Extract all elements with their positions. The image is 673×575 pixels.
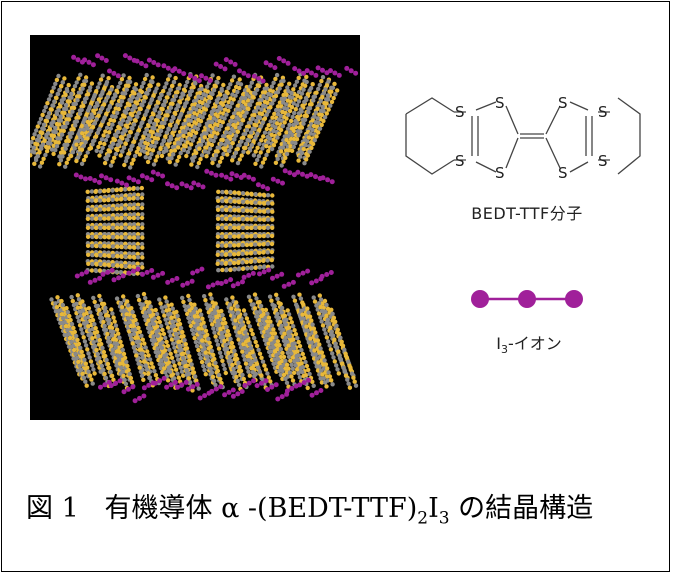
iodine-atom bbox=[565, 290, 583, 308]
caption-sub-2: 2 bbox=[417, 508, 429, 529]
bond bbox=[454, 111, 466, 161]
molecule-name: BEDT-TTF分子 bbox=[471, 204, 583, 223]
sulfur-atom-label: S bbox=[495, 164, 505, 182]
bond bbox=[569, 101, 589, 173]
caption-text-start: 有機導体 α -(BEDT-TTF) bbox=[104, 493, 418, 524]
ion-label-base: I bbox=[496, 334, 501, 353]
bedt-ttf-structure: S S S S S S S S bbox=[405, 94, 641, 182]
caption-text-end: の結晶構造 bbox=[449, 493, 594, 524]
figure-caption: 図 1 有機導体 α -(BEDT-TTF)2I3 の結晶構造 bbox=[26, 486, 666, 528]
sulfur-atom-label: S bbox=[558, 164, 568, 182]
sulfur-atom-label: S bbox=[558, 94, 568, 112]
caption-iodine: I bbox=[428, 493, 439, 524]
bond bbox=[505, 105, 519, 169]
bond bbox=[617, 97, 641, 175]
bond bbox=[520, 133, 544, 139]
bond bbox=[475, 101, 497, 173]
ion-name: I3-イオン bbox=[464, 330, 594, 356]
bond bbox=[405, 114, 455, 175]
sulfur-atom-label: S bbox=[455, 152, 465, 170]
ion-label-tail: -イオン bbox=[507, 334, 562, 353]
ion-label-sub: 3 bbox=[500, 343, 508, 357]
crystal-structure-image bbox=[30, 35, 360, 420]
iodine-atom bbox=[471, 290, 489, 308]
bond bbox=[598, 111, 610, 161]
sulfur-atom-label: S bbox=[455, 103, 465, 121]
crystal-structure-render bbox=[30, 53, 359, 404]
crystal-atoms bbox=[30, 53, 359, 404]
sulfur-atom-label: S bbox=[495, 94, 505, 112]
figure-number: 図 1 bbox=[26, 493, 79, 524]
sulfur-atom-label: S bbox=[598, 103, 608, 121]
bond bbox=[405, 97, 455, 115]
triiodide-ion-diagram bbox=[471, 290, 583, 308]
sulfur-atom-label: S bbox=[598, 152, 608, 170]
caption-sub-3: 3 bbox=[438, 508, 450, 529]
bond bbox=[545, 105, 561, 169]
iodine-atom bbox=[518, 290, 536, 308]
